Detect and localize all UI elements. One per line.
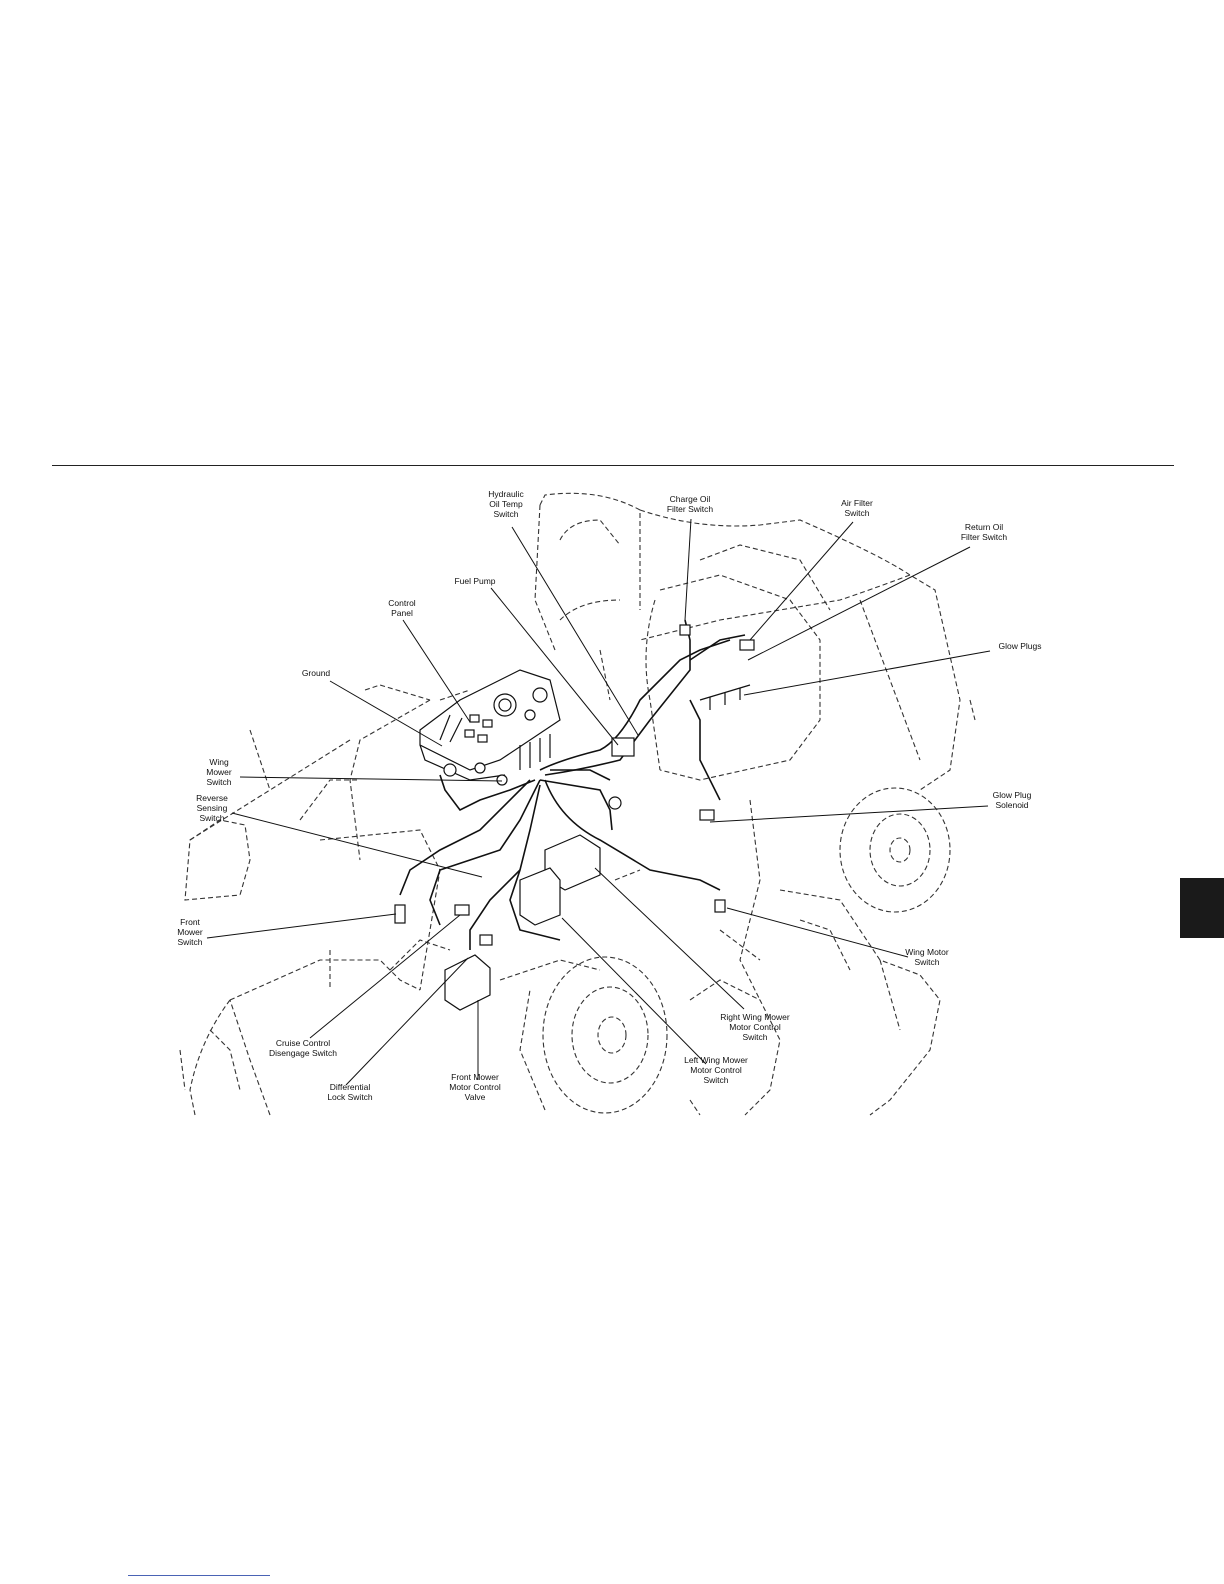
label-line: Panel <box>391 608 413 618</box>
label-line: Front <box>180 917 200 927</box>
leader-control-panel <box>402 619 471 723</box>
leader-reverse-sensing-switch <box>231 812 483 878</box>
label-line: Wing Motor <box>905 947 949 957</box>
label-line: Wing <box>209 757 229 767</box>
label-line: Motor Control <box>690 1065 742 1075</box>
leader-return-oil-filter-switch <box>747 546 971 661</box>
leader-wing-motor-switch <box>726 907 909 958</box>
label-line: Filter Switch <box>667 504 714 514</box>
vehicle-outline <box>179 492 976 1116</box>
leader-front-mower-switch <box>206 913 397 939</box>
label-line: Glow Plug <box>993 790 1032 800</box>
leader-glow-plug-solenoid <box>709 805 989 823</box>
label-line: Switch <box>493 509 518 519</box>
label-glow-plugs: Glow Plugs <box>999 641 1042 651</box>
label-line: Mower <box>206 767 232 777</box>
header-rule <box>52 465 1174 466</box>
label-line: Ground <box>302 668 331 678</box>
label-line: Switch <box>844 508 869 518</box>
harness-wires <box>399 619 746 950</box>
leader-hydraulic-oil-temp-switch <box>511 526 639 736</box>
label-line: Motor Control <box>449 1082 501 1092</box>
label-line: Right Wing Mower <box>720 1012 790 1022</box>
leader-air-filter-switch <box>749 521 854 641</box>
label-line: Cruise Control <box>276 1038 330 1048</box>
label-line: Solenoid <box>995 800 1028 810</box>
label-line: Differential <box>330 1082 371 1092</box>
label-line: Disengage Switch <box>269 1048 337 1058</box>
label-line: Switch <box>742 1032 767 1042</box>
leader-lines <box>206 518 991 1086</box>
leader-right-wing-mower-motor-control-switch <box>594 867 745 1010</box>
label-line: Return Oil <box>965 522 1003 532</box>
label-line: Valve <box>465 1092 486 1102</box>
leader-fuel-pump <box>490 587 619 746</box>
label-line: Switch <box>703 1075 728 1085</box>
label-line: Oil Temp <box>489 499 523 509</box>
label-line: Switch <box>199 813 224 823</box>
label-line: Mower <box>177 927 203 937</box>
label-line: Left Wing Mower <box>684 1055 748 1065</box>
footer-link-underline[interactable] <box>128 1575 270 1576</box>
components <box>394 624 755 1011</box>
label-line: Glow Plugs <box>999 641 1042 651</box>
leader-wing-mower-switch <box>239 776 503 782</box>
label-ground: Ground <box>302 668 331 678</box>
leader-glow-plugs <box>743 650 991 696</box>
label-line: Front Mower <box>451 1072 499 1082</box>
label-line: Switch <box>914 957 939 967</box>
leader-ground <box>329 680 443 747</box>
leader-charge-oil-filter-switch <box>684 518 692 621</box>
label-line: Control <box>388 598 416 608</box>
label-line: Filter Switch <box>961 532 1008 542</box>
leader-cruise-control-disengage-switch <box>309 914 461 1039</box>
label-fuel-pump: Fuel Pump <box>454 576 495 586</box>
label-line: Switch <box>206 777 231 787</box>
label-line: Switch <box>177 937 202 947</box>
label-line: Motor Control <box>729 1022 781 1032</box>
control-panel-drawing <box>419 669 561 781</box>
section-tab <box>1180 878 1224 938</box>
leader-left-wing-mower-motor-control-switch <box>561 917 707 1065</box>
label-line: Reverse <box>196 793 228 803</box>
label-line: Hydraulic <box>488 489 524 499</box>
label-line: Air Filter <box>841 498 873 508</box>
label-line: Sensing <box>197 803 228 813</box>
leader-differential-lock-switch <box>345 957 469 1086</box>
label-line: Fuel Pump <box>454 576 495 586</box>
label-line: Lock Switch <box>327 1092 373 1102</box>
label-line: Charge Oil <box>670 494 711 504</box>
